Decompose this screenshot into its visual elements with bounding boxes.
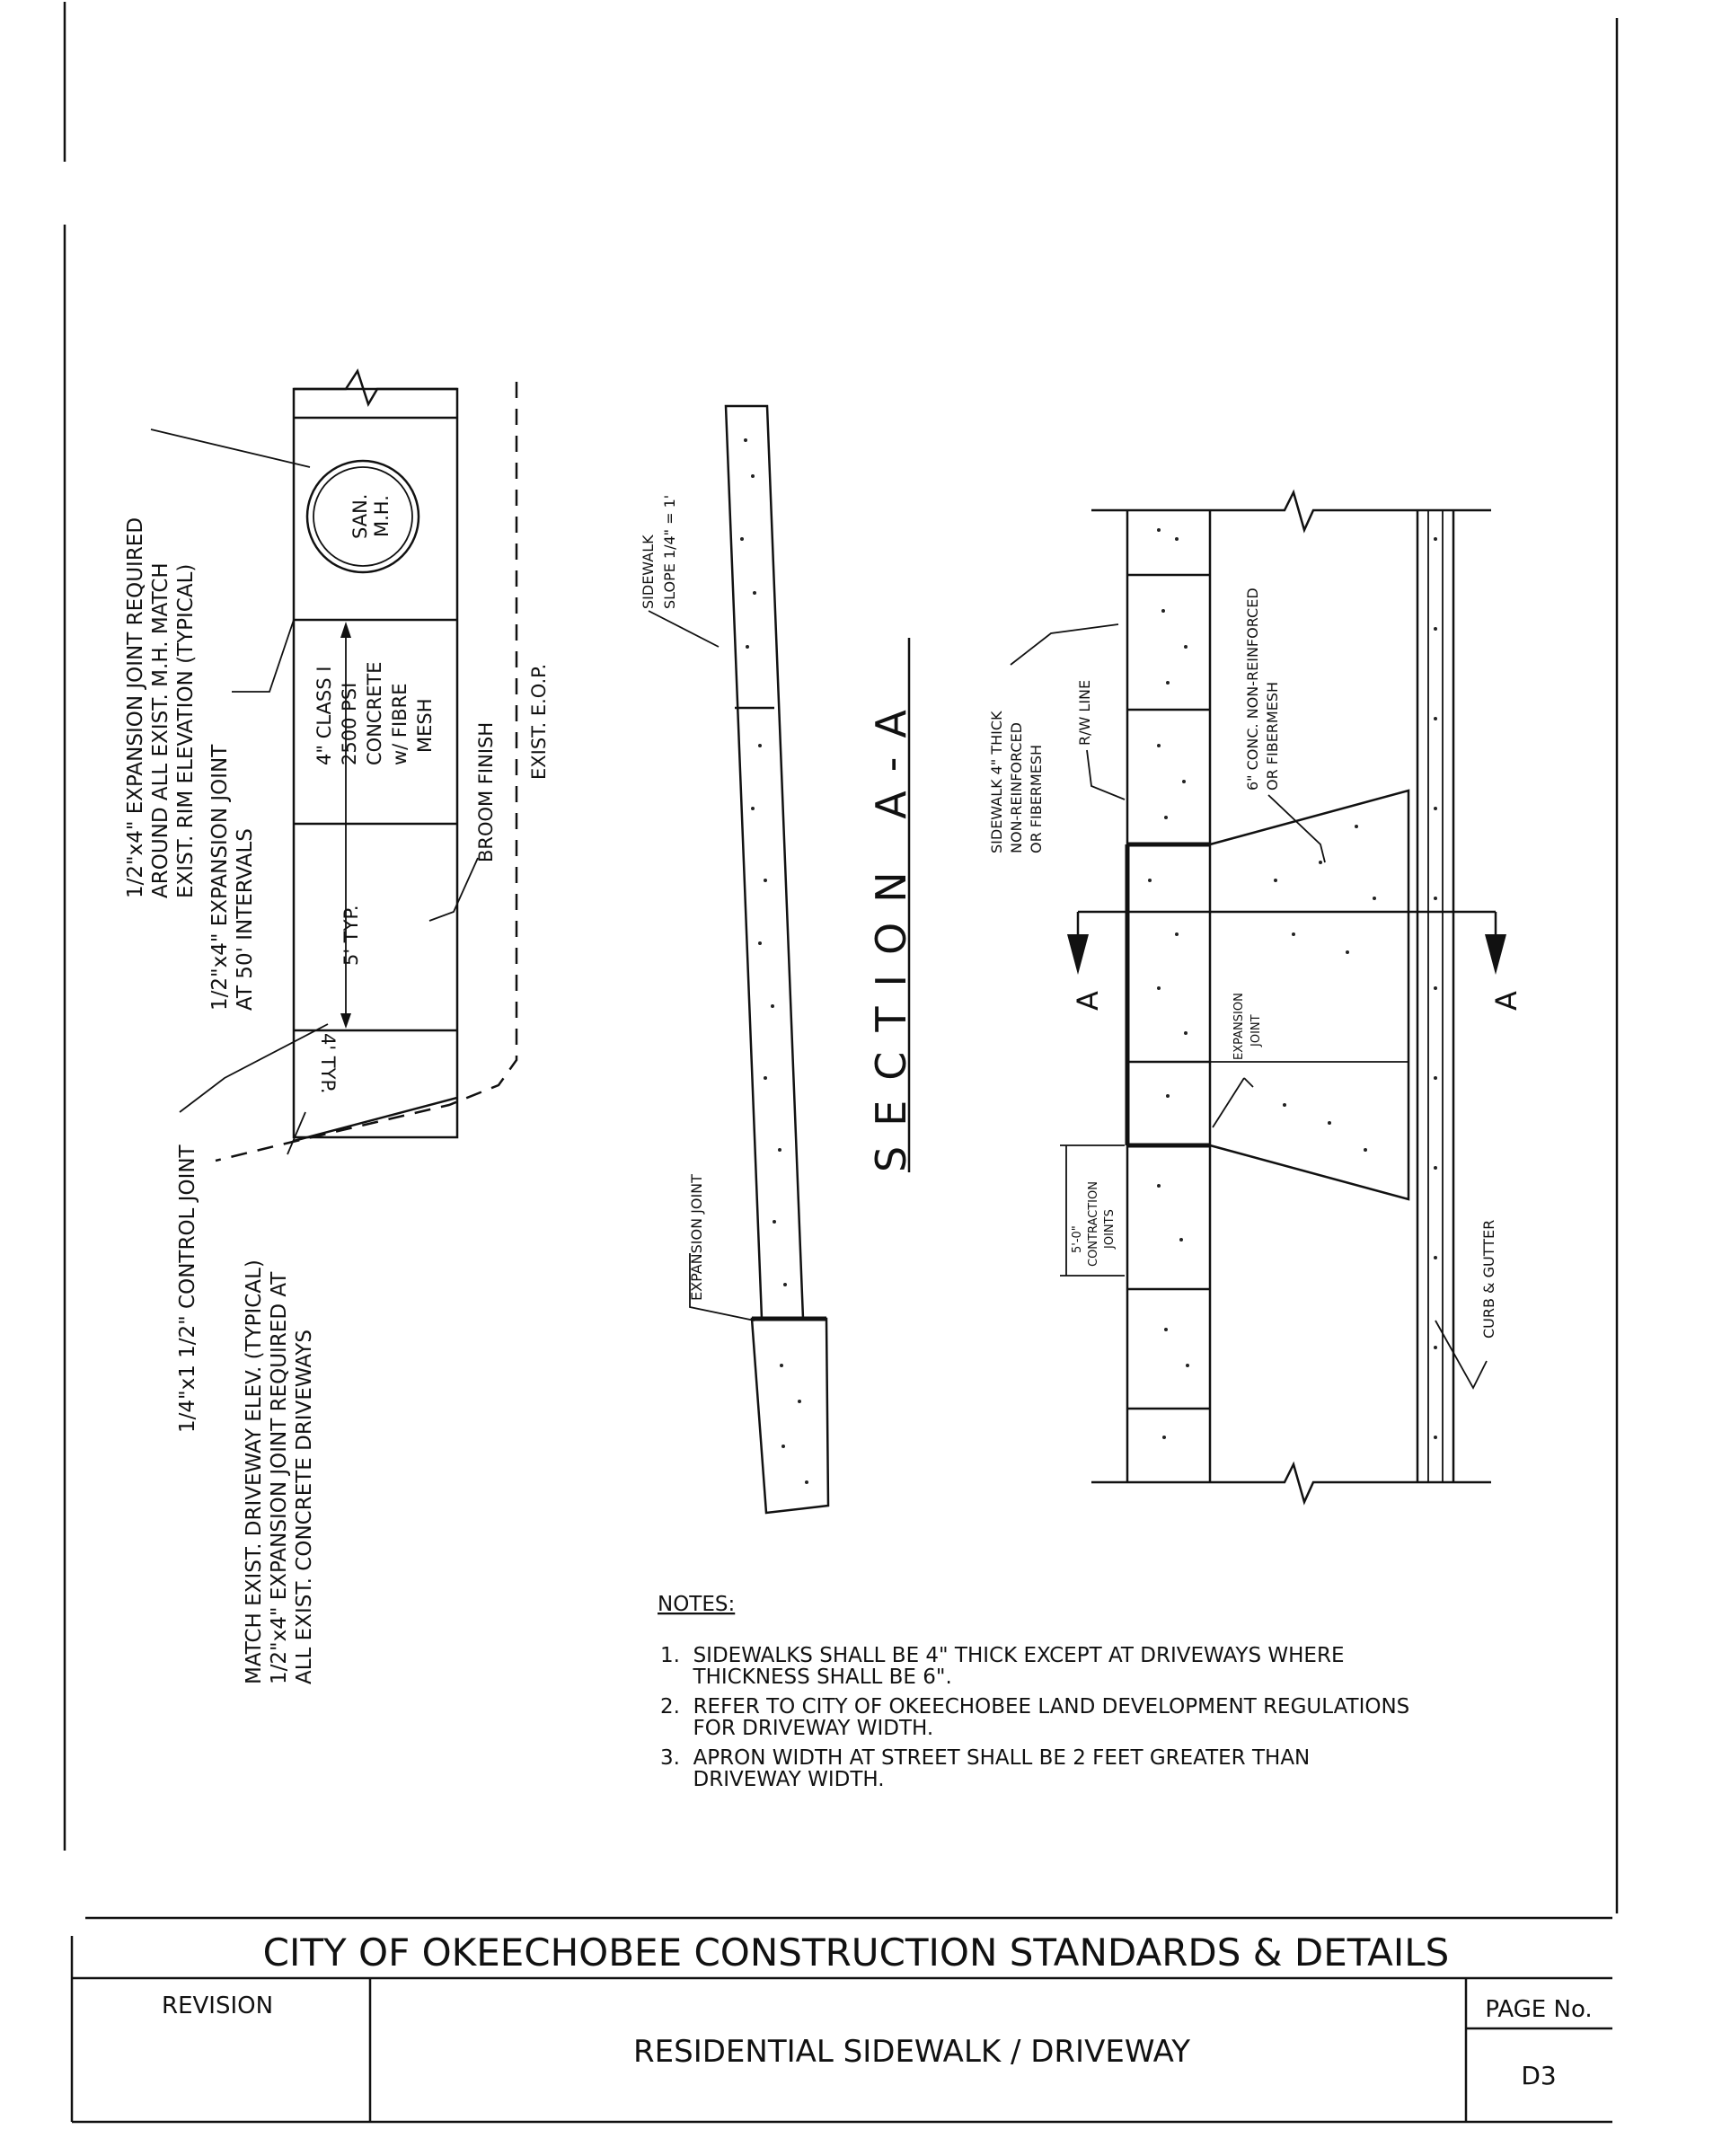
five-ft-typ-label: 5' TYP. bbox=[340, 905, 362, 966]
section-view: SIDEWALK SLOPE 1/4" = 1' EXPANSION JOINT… bbox=[640, 404, 915, 1515]
contraction-joints-label: 5'-0" CONTRACTION JOINTS bbox=[1071, 1181, 1117, 1267]
notes-heading: NOTES: bbox=[658, 1593, 735, 1616]
expansion-joint-line-1: EXPANSION bbox=[1232, 993, 1246, 1060]
driveway-note-line-1: MATCH EXIST. DRIVEWAY ELEV. (TYPICAL) bbox=[243, 1259, 266, 1684]
concrete-spec: 4" CLASS I 2500 PSI CONCRETE w/ FIBRE ME… bbox=[313, 661, 436, 765]
plan-view: SAN. M.H. 4" CLASS I 2500 PSI CONCRETE w… bbox=[124, 368, 550, 1684]
expansion-joint-label: EXPANSION JOINT bbox=[1232, 993, 1263, 1060]
driveway-expansion-note: MATCH EXIST. DRIVEWAY ELEV. (TYPICAL) 1/… bbox=[243, 1259, 316, 1684]
sidewalk-slope-label: SIDEWALK SLOPE 1/4" = 1' bbox=[640, 495, 678, 609]
expansion-joint-line-2: JOINT bbox=[1249, 1014, 1263, 1047]
note-line-3: 2. REFER TO CITY OF OKEECHOBEE LAND DEVE… bbox=[660, 1695, 1409, 1719]
exist-eop-label: EXIST. E.O.P. bbox=[528, 664, 550, 780]
concrete-spec-line-4: w/ FIBRE bbox=[389, 684, 411, 765]
note-line-4: FOR DRIVEWAY WIDTH. bbox=[660, 1717, 933, 1740]
driveway-note-line-2: 1/2"x4" EXPANSION JOINT REQUIRED AT bbox=[268, 1271, 291, 1684]
contraction-line-1: 5'-0" bbox=[1071, 1225, 1084, 1253]
contraction-line-2: CONTRACTION bbox=[1087, 1181, 1100, 1267]
four-ft-typ-label: 4' TYP. bbox=[317, 1033, 339, 1094]
conc-6-line-2: OR FIBERMESH bbox=[1264, 682, 1281, 791]
agency-title: CITY OF OKEECHOBEE CONSTRUCTION STANDARD… bbox=[263, 1931, 1450, 1975]
section-title: SECTION A-A bbox=[867, 690, 915, 1172]
conc-6-label: 6" CONC. NON-REINFORCED OR FIBERMESH bbox=[1244, 588, 1281, 791]
expansion-joint-intervals-note: 1/2"x4" EXPANSION JOINT AT 50' INTERVALS bbox=[208, 744, 257, 1011]
sheet-border bbox=[63, 2, 1619, 1913]
expansion-joint-required-line-3: EXIST. RIM ELEVATION (TYPICAL) bbox=[174, 564, 198, 898]
control-joint-note: 1/4"x1 1/2" CONTROL JOINT bbox=[176, 1144, 199, 1433]
driveway-note-line-3: ALL EXIST. CONCRETE DRIVEWAYS bbox=[293, 1330, 316, 1684]
sidewalk-thick-line-2: NON-REINFORCED bbox=[1008, 722, 1025, 853]
note-line-6: DRIVEWAY WIDTH. bbox=[660, 1768, 885, 1791]
sidewalk-thick-label: SIDEWALK 4" THICK NON-REINFORCED OR FIBE… bbox=[988, 711, 1045, 853]
manhole-label-1: SAN. bbox=[349, 494, 371, 539]
section-expansion-joint-label: EXPANSION JOINT bbox=[688, 1174, 705, 1301]
sidewalk-slope-line-2: SLOPE 1/4" = 1' bbox=[661, 495, 678, 609]
notes-block: NOTES: 1. SIDEWALKS SHALL BE 4" THICK EX… bbox=[658, 1593, 1409, 1791]
driveway-aggregate bbox=[1148, 528, 1437, 1439]
section-aggregate bbox=[740, 438, 808, 1484]
concrete-spec-line-2: 2500 PSI bbox=[339, 683, 360, 765]
note-line-1: 1. SIDEWALKS SHALL BE 4" THICK EXCEPT AT… bbox=[660, 1644, 1344, 1667]
rw-line-label: R/W LINE bbox=[1076, 680, 1093, 746]
note-line-5: 3. APRON WIDTH AT STREET SHALL BE 2 FEET… bbox=[660, 1746, 1310, 1770]
section-marker-left: A bbox=[1071, 991, 1105, 1011]
note-line-2: THICKNESS SHALL BE 6". bbox=[660, 1666, 952, 1689]
driveway-plan: A A SIDEWALK 4" THICK NON-REINFORCED OR … bbox=[988, 489, 1523, 1506]
concrete-spec-line-1: 4" CLASS I bbox=[313, 667, 335, 765]
page-number: D3 bbox=[1521, 2061, 1556, 2090]
title-block: CITY OF OKEECHOBEE CONSTRUCTION STANDARD… bbox=[70, 1916, 1612, 2124]
concrete-spec-line-5: MESH bbox=[414, 698, 436, 753]
drawing-title: RESIDENTIAL SIDEWALK / DRIVEWAY bbox=[633, 2034, 1190, 2070]
expansion-joint-required-note: 1/2"x4" EXPANSION JOINT REQUIRED AROUND … bbox=[124, 517, 198, 898]
concrete-spec-line-3: CONCRETE bbox=[364, 661, 385, 765]
page-label: PAGE No. bbox=[1485, 1996, 1592, 2023]
sidewalk-thick-line-3: OR FIBERMESH bbox=[1028, 745, 1045, 853]
sidewalk-thick-line-1: SIDEWALK 4" THICK bbox=[988, 711, 1005, 853]
manhole-label-2: M.H. bbox=[371, 495, 393, 537]
broom-finish-label: BROOM FINISH bbox=[475, 722, 497, 862]
expansion-joint-required-line-2: AROUND ALL EXIST. M.H. MATCH bbox=[149, 562, 172, 898]
sidewalk-slope-line-1: SIDEWALK bbox=[640, 535, 657, 609]
section-marker-right: A bbox=[1489, 991, 1523, 1011]
expansion-joint-intervals-line-2: AT 50' INTERVALS bbox=[234, 828, 257, 1011]
conc-6-line-1: 6" CONC. NON-REINFORCED bbox=[1244, 588, 1261, 791]
contraction-line-3: JOINTS bbox=[1103, 1209, 1117, 1250]
expansion-joint-intervals-line-1: 1/2"x4" EXPANSION JOINT bbox=[208, 744, 232, 1011]
revision-label: REVISION bbox=[162, 1993, 273, 2019]
expansion-joint-required-line-1: 1/2"x4" EXPANSION JOINT REQUIRED bbox=[124, 517, 147, 898]
curb-gutter-label: CURB & GUTTER bbox=[1480, 1220, 1497, 1339]
